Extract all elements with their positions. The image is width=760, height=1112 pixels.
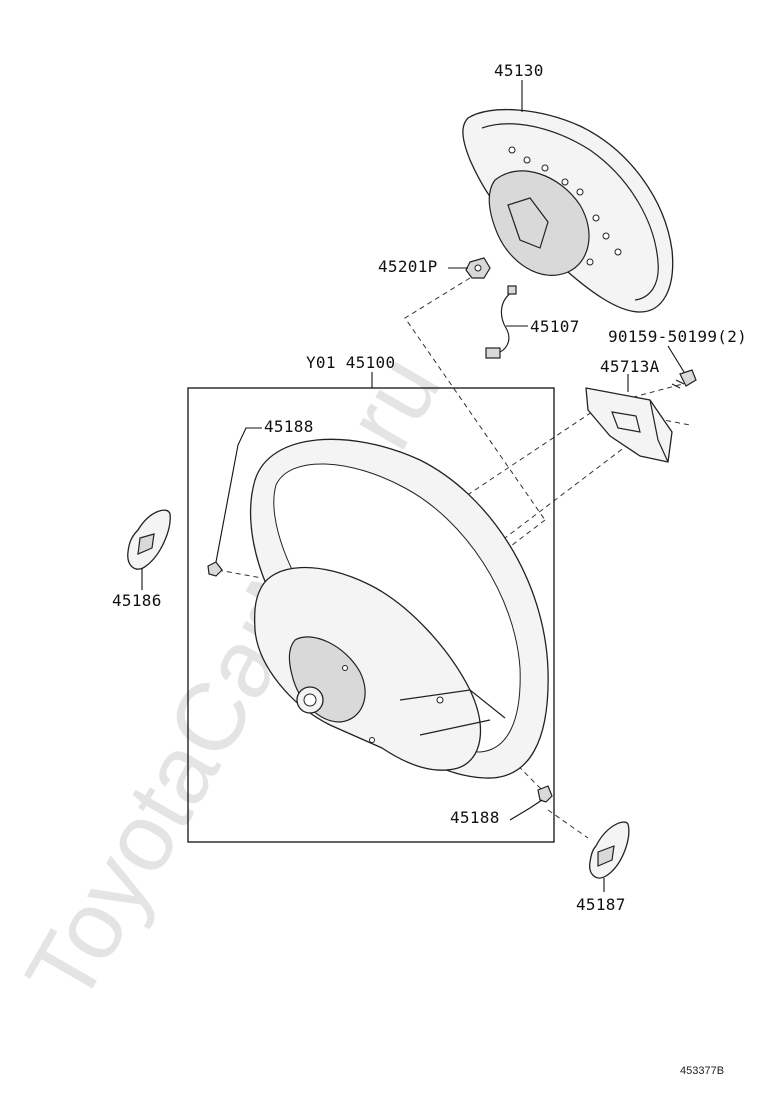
steering-pad (462, 109, 674, 313)
label-45187: 45187 (576, 895, 626, 914)
label-y01-45100: Y01 45100 (306, 353, 395, 372)
label-45188-top: 45188 (264, 417, 314, 436)
assembly-box (187, 387, 555, 843)
label-45713a: 45713A (600, 357, 660, 376)
wire-harness-45107 (485, 285, 517, 359)
label-45107: 45107 (530, 317, 580, 336)
ornament-45187 (589, 821, 630, 879)
image-code: 453377B (680, 1065, 724, 1077)
clip-45188-top (207, 561, 223, 577)
label-45186: 45186 (112, 591, 162, 610)
bolt-90159 (671, 369, 697, 389)
steering-wheel (249, 438, 549, 779)
label-90159-50199: 90159-50199(2) (608, 327, 747, 346)
clip-45188-bottom (537, 785, 553, 803)
nut-45201p (465, 257, 491, 279)
label-45201p: 45201P (378, 257, 438, 276)
ornament-45186 (127, 509, 171, 570)
label-45188-bottom: 45188 (450, 808, 500, 827)
cover-45713a (585, 387, 673, 463)
label-45130: 45130 (494, 61, 544, 80)
